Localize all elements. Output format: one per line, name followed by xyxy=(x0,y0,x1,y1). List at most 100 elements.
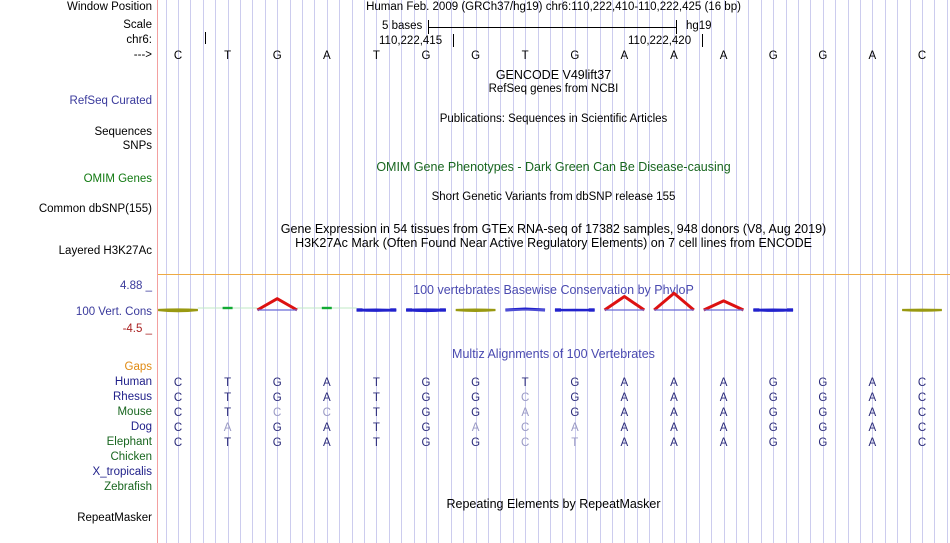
base-letter: G xyxy=(471,50,481,62)
scale-label: Scale xyxy=(123,19,152,31)
track-label-gaps[interactable]: Gaps xyxy=(124,361,153,373)
track-label-species-zebrafish[interactable]: Zebrafish xyxy=(104,481,152,493)
track-label-species-xtropicalis[interactable]: X_tropicalis xyxy=(92,466,152,478)
base-letter: T xyxy=(521,377,529,389)
base-letter: T xyxy=(224,407,232,419)
track-label-cons-max[interactable]: 4.88 _ xyxy=(120,280,152,292)
base-letter: G xyxy=(471,377,481,389)
track-label-species-human[interactable]: Human xyxy=(114,376,152,388)
phylop-peak xyxy=(703,299,745,312)
omim-desc[interactable]: OMIM Gene Phenotypes - Dark Green Can Be… xyxy=(376,160,731,174)
base-letter: A xyxy=(471,422,480,434)
base-letter: C xyxy=(521,437,530,449)
base-letter: T xyxy=(224,377,232,389)
base-letter: A xyxy=(620,392,629,404)
coordinate-label-left: 110,222,415 xyxy=(379,35,443,47)
base-letter: C xyxy=(173,437,183,449)
phylop-conservation-chart[interactable] xyxy=(157,283,950,335)
track-label-omim-genes[interactable]: OMIM Genes xyxy=(83,173,152,185)
base-letter: C xyxy=(917,407,927,419)
base-letter: G xyxy=(272,422,282,434)
scale-bar-tick-right xyxy=(676,20,677,34)
track-label-vert-cons[interactable]: 100 Vert. Cons xyxy=(75,306,152,318)
phylop-desc[interactable]: 100 vertebrates Basewise Conservation by… xyxy=(413,283,694,297)
base-letter: T xyxy=(372,407,380,419)
base-letter: C xyxy=(173,377,183,389)
base-letter: C xyxy=(917,437,927,449)
base-letter: C xyxy=(273,407,282,419)
base-letter: C xyxy=(173,407,183,419)
phylop-trough xyxy=(158,308,198,313)
base-letter: G xyxy=(272,437,282,449)
track-label-layered-h3k27ac[interactable]: Layered H3K27Ac xyxy=(58,245,152,257)
base-letter: G xyxy=(471,437,481,449)
base-letter: G xyxy=(421,377,431,389)
base-letter: G xyxy=(818,407,828,419)
phylop-peak xyxy=(256,297,298,312)
coordinate-label-right: 110,222,420 xyxy=(628,35,692,47)
track-label-species-mouse[interactable]: Mouse xyxy=(117,406,152,418)
base-letter: A xyxy=(620,422,629,434)
gtex-desc[interactable]: Gene Expression in 54 tissues from GTEx … xyxy=(280,222,827,236)
base-letter: A xyxy=(868,407,877,419)
assembly-db-label: hg19 xyxy=(686,20,712,32)
base-letter: T xyxy=(224,437,232,449)
base-letter: G xyxy=(768,377,778,389)
base-letter: C xyxy=(521,422,530,434)
base-letter: A xyxy=(620,377,629,389)
base-letter: A xyxy=(670,422,678,434)
track-label-sequences[interactable]: Sequences xyxy=(94,126,152,138)
base-letter: A xyxy=(322,437,331,449)
track-label-snps[interactable]: SNPs xyxy=(122,140,152,152)
dbsnp-desc[interactable]: Short Genetic Variants from dbSNP releas… xyxy=(431,191,676,203)
track-label-species-elephant[interactable]: Elephant xyxy=(106,436,152,448)
gencode-desc[interactable]: GENCODE V49lift37 xyxy=(495,68,612,82)
refseq-desc[interactable]: RefSeq genes from NCBI xyxy=(488,83,619,95)
track-label-species-rhesus[interactable]: Rhesus xyxy=(113,391,152,403)
base-letter: C xyxy=(917,50,927,62)
h3k27ac-desc[interactable]: H3K27Ac Mark (Often Found Near Active Re… xyxy=(295,236,812,250)
base-letter: A xyxy=(620,437,629,449)
base-letter: G xyxy=(421,407,431,419)
base-letter: A xyxy=(868,377,877,389)
base-letter: G xyxy=(570,50,580,62)
base-letter: T xyxy=(224,392,232,404)
base-letter: G xyxy=(818,377,828,389)
base-letter: G xyxy=(818,422,828,434)
base-letter: C xyxy=(917,377,927,389)
label-panel-divider xyxy=(157,0,158,543)
phylop-trough xyxy=(455,308,496,312)
base-letter: T xyxy=(372,437,380,449)
base-letter: A xyxy=(670,392,678,404)
base-letter: G xyxy=(818,50,828,62)
base-letter: A xyxy=(719,392,728,404)
base-letter: A xyxy=(322,392,331,404)
track-label-cons-min[interactable]: -4.5 _ xyxy=(122,323,152,335)
base-letter: A xyxy=(670,50,678,62)
track-label-species-chicken[interactable]: Chicken xyxy=(110,451,152,463)
base-letter: A xyxy=(322,422,331,434)
track-label-common-dbsnp[interactable]: Common dbSNP(155) xyxy=(38,203,152,215)
strand-arrow-label: ---> xyxy=(133,49,152,61)
base-letter: G xyxy=(421,50,431,62)
repeatmasker-desc[interactable]: Repeating Elements by RepeatMasker xyxy=(446,497,661,511)
base-letter: G xyxy=(421,437,431,449)
phylop-plot-svg xyxy=(158,291,942,313)
base-letter: G xyxy=(818,392,828,404)
base-letter: G xyxy=(768,50,778,62)
track-label-refseq-curated[interactable]: RefSeq Curated xyxy=(69,95,152,107)
track-label-repeatmasker[interactable]: RepeatMasker xyxy=(77,512,152,524)
base-letter: G xyxy=(570,407,580,419)
base-letter: G xyxy=(421,392,431,404)
multiz-desc[interactable]: Multiz Alignments of 100 Vertebrates xyxy=(452,347,655,361)
chrom-ruler-tick xyxy=(205,32,206,44)
publications-desc[interactable]: Publications: Sequences in Scientific Ar… xyxy=(439,113,668,125)
track-label-species-dog[interactable]: Dog xyxy=(130,421,152,433)
coordinate-tick-left xyxy=(453,34,454,47)
base-letter: A xyxy=(719,407,728,419)
base-letter: T xyxy=(372,422,380,434)
base-letter: G xyxy=(272,377,282,389)
phylop-trough xyxy=(902,308,942,312)
